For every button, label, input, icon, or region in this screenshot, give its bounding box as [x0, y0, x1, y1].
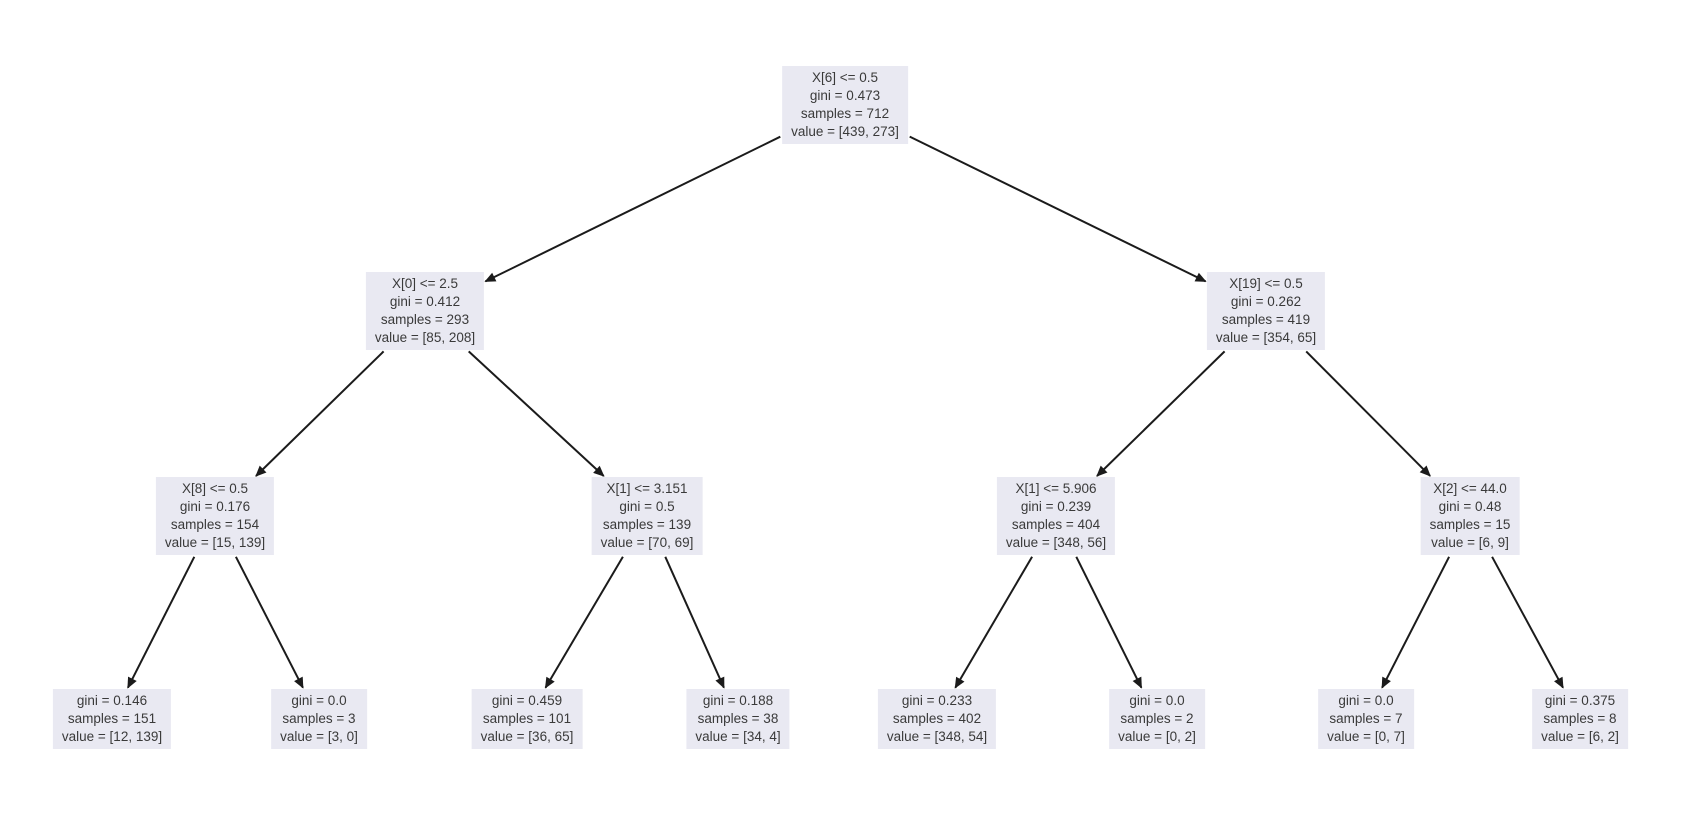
gini-line: gini = 0.233: [901, 693, 973, 708]
gini-line: gini = 0.239: [1020, 499, 1092, 514]
gini-line: gini = 0.459: [491, 693, 563, 708]
tree-node-internal-3: X[8] <= 0.5 gini = 0.176 samples = 154 v…: [155, 477, 275, 555]
samples-line: samples = 2: [1120, 711, 1194, 726]
gini-line: gini = 0.0: [1338, 693, 1394, 708]
samples-line: samples = 7: [1329, 711, 1403, 726]
samples-line: samples = 139: [602, 517, 692, 532]
edge-arrow-0-2: [909, 135, 1207, 283]
tree-node-internal-6: X[2] <= 44.0 gini = 0.48 samples = 15 va…: [1420, 477, 1520, 555]
edge-arrow-3-7: [127, 556, 196, 689]
split-condition: X[1] <= 5.906: [1015, 481, 1097, 496]
edge-arrow-2-6: [1305, 350, 1431, 477]
edge-arrow-0-1: [484, 135, 781, 283]
tree-node-internal-1: X[0] <= 2.5 gini = 0.412 samples = 293 v…: [365, 272, 485, 350]
samples-line: samples = 38: [697, 711, 779, 726]
samples-line: samples = 712: [800, 106, 890, 121]
edge-arrow-6-13: [1381, 556, 1450, 689]
samples-line: samples = 3: [282, 711, 356, 726]
edge-arrow-5-11: [954, 556, 1033, 689]
tree-leaf-3: gini = 0.459 samples = 101 value = [36, …: [471, 689, 583, 749]
value-line: value = [0, 7]: [1327, 729, 1405, 744]
gini-line: gini = 0.473: [809, 88, 881, 103]
samples-line: samples = 8: [1543, 711, 1617, 726]
edge-arrow-6-14: [1491, 556, 1564, 689]
samples-line: samples = 419: [1221, 312, 1311, 327]
split-condition: X[19] <= 0.5: [1229, 276, 1303, 291]
split-condition: X[8] <= 0.5: [181, 481, 249, 496]
value-line: value = [354, 65]: [1215, 330, 1317, 345]
gini-line: gini = 0.262: [1230, 294, 1302, 309]
value-line: value = [3, 0]: [280, 729, 358, 744]
samples-line: samples = 151: [67, 711, 157, 726]
samples-line: samples = 404: [1011, 517, 1101, 532]
gini-line: gini = 0.375: [1544, 693, 1616, 708]
split-condition: X[6] <= 0.5: [811, 70, 879, 85]
gini-line: gini = 0.176: [179, 499, 251, 514]
value-line: value = [70, 69]: [600, 535, 694, 550]
value-line: value = [439, 273]: [791, 124, 899, 139]
value-line: value = [348, 54]: [886, 729, 988, 744]
tree-node-internal-5: X[1] <= 5.906 gini = 0.239 samples = 404…: [996, 477, 1116, 555]
samples-line: samples = 15: [1429, 517, 1511, 532]
value-line: value = [0, 2]: [1118, 729, 1196, 744]
split-condition: X[2] <= 44.0: [1433, 481, 1507, 496]
value-line: value = [6, 9]: [1431, 535, 1509, 550]
tree-leaf-7: gini = 0.0 samples = 7 value = [0, 7]: [1318, 689, 1414, 749]
edge-arrow-3-8: [235, 556, 304, 689]
gini-line: gini = 0.0: [291, 693, 347, 708]
gini-line: gini = 0.412: [389, 294, 461, 309]
tree-leaf-6: gini = 0.0 samples = 2 value = [0, 2]: [1109, 689, 1205, 749]
value-line: value = [85, 208]: [374, 330, 476, 345]
edge-arrow-4-9: [544, 556, 624, 689]
gini-line: gini = 0.48: [1438, 499, 1502, 514]
value-line: value = [34, 4]: [695, 729, 781, 744]
value-line: value = [6, 2]: [1541, 729, 1619, 744]
edge-arrow-4-10: [664, 556, 725, 689]
tree-node-internal-4: X[1] <= 3.151 gini = 0.5 samples = 139 v…: [591, 477, 703, 555]
value-line: value = [15, 139]: [164, 535, 266, 550]
samples-line: samples = 293: [380, 312, 470, 327]
tree-node-internal-2: X[19] <= 0.5 gini = 0.262 samples = 419 …: [1206, 272, 1326, 350]
split-condition: X[1] <= 3.151: [606, 481, 688, 496]
value-line: value = [36, 65]: [480, 729, 574, 744]
gini-line: gini = 0.0: [1129, 693, 1185, 708]
tree-leaf-8: gini = 0.375 samples = 8 value = [6, 2]: [1532, 689, 1628, 749]
samples-line: samples = 154: [170, 517, 260, 532]
edge-arrow-1-4: [468, 350, 605, 477]
tree-leaf-1: gini = 0.146 samples = 151 value = [12, …: [52, 689, 172, 749]
edge-arrow-5-12: [1075, 556, 1143, 689]
samples-line: samples = 101: [482, 711, 572, 726]
value-line: value = [12, 139]: [61, 729, 163, 744]
tree-leaf-5: gini = 0.233 samples = 402 value = [348,…: [877, 689, 997, 749]
tree-leaf-2: gini = 0.0 samples = 3 value = [3, 0]: [271, 689, 367, 749]
edge-arrow-1-3: [255, 350, 385, 477]
tree-leaf-4: gini = 0.188 samples = 38 value = [34, 4…: [686, 689, 790, 749]
value-line: value = [348, 56]: [1005, 535, 1107, 550]
edge-arrow-2-5: [1096, 350, 1226, 477]
gini-line: gini = 0.5: [619, 499, 675, 514]
gini-line: gini = 0.146: [76, 693, 148, 708]
tree-node-root: X[6] <= 0.5 gini = 0.473 samples = 712 v…: [782, 66, 908, 144]
split-condition: X[0] <= 2.5: [391, 276, 459, 291]
samples-line: samples = 402: [892, 711, 982, 726]
gini-line: gini = 0.188: [702, 693, 774, 708]
